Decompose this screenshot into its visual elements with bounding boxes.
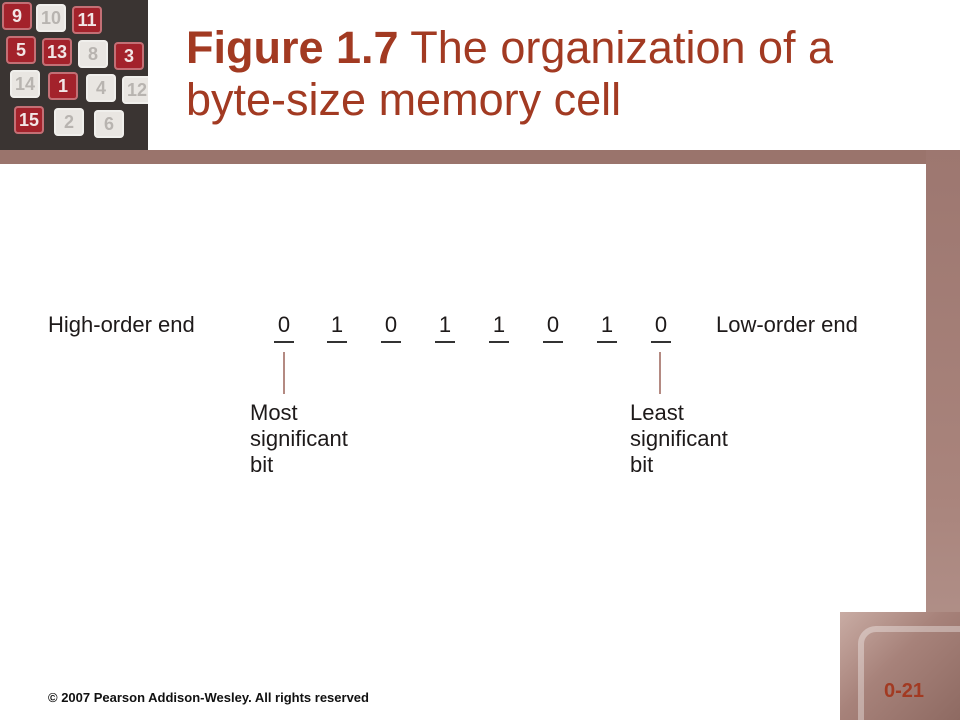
bit-underline	[274, 341, 294, 343]
bit-value: 0	[384, 312, 398, 337]
bit-underline	[327, 341, 347, 343]
high-order-end-label: High-order end	[48, 312, 195, 337]
puzzle-tile: 13	[42, 38, 72, 66]
bit-value: 0	[546, 312, 560, 337]
slide-title: Figure 1.7 The organization of a byte-si…	[186, 22, 926, 126]
puzzle-tile: 12	[122, 76, 148, 104]
lsb-label-line: significant	[630, 426, 728, 451]
puzzle-tile: 15	[14, 106, 44, 134]
puzzle-tile: 4	[86, 74, 116, 102]
bit-value: 1	[600, 312, 614, 337]
puzzle-tile: 8	[78, 40, 108, 68]
msb-label-line: Most	[250, 400, 298, 425]
bit-underline	[381, 341, 401, 343]
bit-underline	[489, 341, 509, 343]
puzzle-tile: 1	[48, 72, 78, 100]
msb-label-line: significant	[250, 426, 348, 451]
copyright-footer: © 2007 Pearson Addison-Wesley. All right…	[48, 690, 369, 705]
page-number: 0-21	[884, 680, 925, 702]
puzzle-tile: 14	[10, 70, 40, 98]
puzzle-tile: 9	[2, 2, 32, 30]
slide-canvas	[0, 164, 926, 612]
msb-pointer-line	[283, 352, 285, 394]
puzzle-tile: 11	[72, 6, 102, 34]
bit-value: 1	[492, 312, 506, 337]
msb-label-line: bit	[250, 452, 274, 477]
puzzle-tile: 6	[94, 110, 124, 138]
puzzle-tile: 10	[36, 4, 66, 32]
slide-canvas-lower	[0, 612, 840, 720]
bit-value: 1	[438, 312, 452, 337]
corner-decoration	[840, 612, 960, 720]
bit-value: 1	[330, 312, 344, 337]
puzzle-tile: 3	[114, 42, 144, 70]
figure-number: Figure 1.7	[186, 22, 399, 73]
lsb-label-line: bit	[630, 452, 654, 477]
header-band	[0, 150, 960, 164]
bit-value: 0	[654, 312, 668, 337]
figure-caption: The organization of a byte-size memory c…	[186, 22, 834, 125]
puzzle-tile: 2	[54, 108, 84, 136]
msb-label: Most significant bit	[250, 400, 348, 478]
bit-value: 0	[277, 312, 291, 337]
bit-underline	[597, 341, 617, 343]
bit-underline	[651, 341, 671, 343]
bit-underline	[543, 341, 563, 343]
lsb-pointer-line	[659, 352, 661, 394]
bit-underline	[435, 341, 455, 343]
puzzle-tile: 5	[6, 36, 36, 64]
lsb-label-line: Least	[630, 400, 684, 425]
puzzle-image: 9 10 11 5 13 8 3 14 1 4 12 15 2 6	[0, 0, 148, 150]
low-order-end-label: Low-order end	[716, 312, 858, 337]
lsb-label: Least significant bit	[630, 400, 728, 478]
